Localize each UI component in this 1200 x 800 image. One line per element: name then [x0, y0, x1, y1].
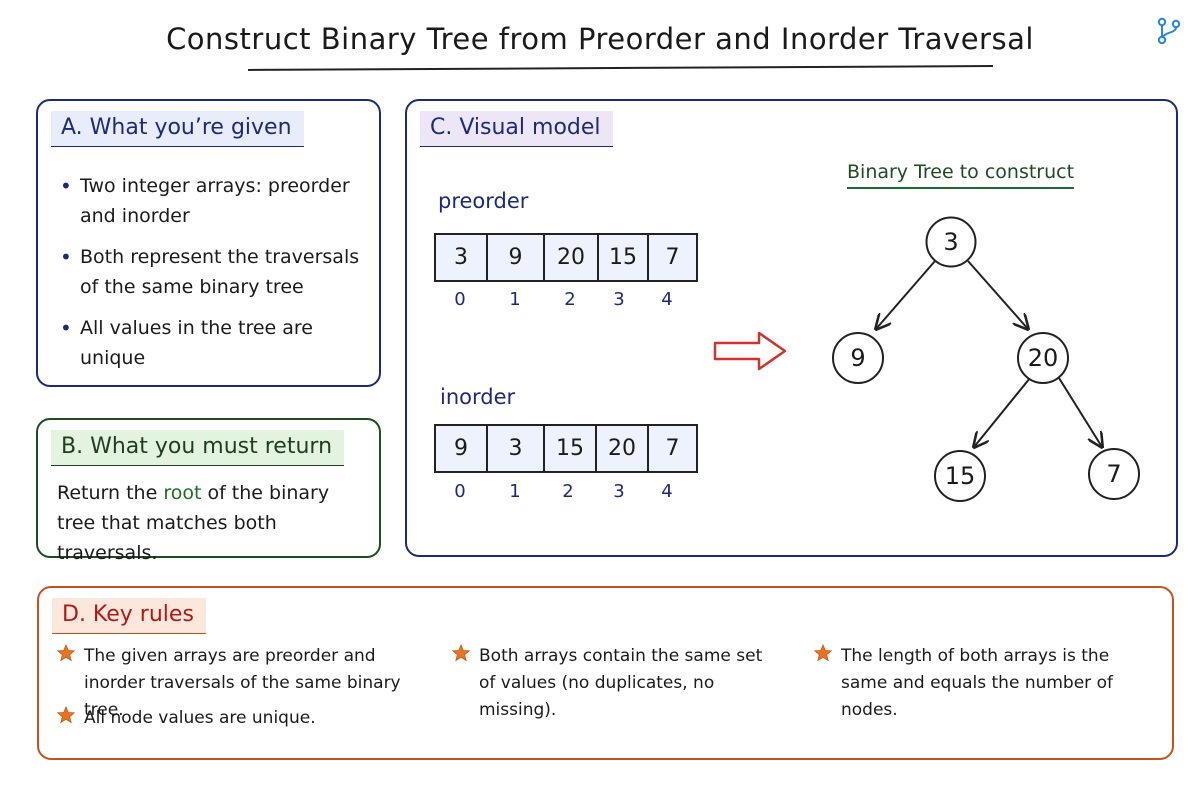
tree-node-label: 3 [943, 228, 958, 256]
star-icon [57, 706, 75, 724]
preorder-index: 3 [613, 289, 625, 310]
return-text-before: Return the [57, 482, 164, 504]
inorder-index: 1 [509, 481, 521, 502]
red-arrow-right-icon [713, 331, 787, 371]
inorder-index: 2 [562, 481, 574, 502]
panel-c-heading: C. Visual model [420, 111, 613, 147]
git-branch-icon [1157, 17, 1181, 45]
preorder-label: preorder [438, 189, 529, 213]
inorder-cell: 20 [597, 426, 649, 471]
inorder-index: 0 [454, 481, 466, 502]
panel-b-heading: B. What you must return [51, 430, 345, 466]
preorder-cell: 15 [599, 235, 649, 280]
panel-d-heading: D. Key rules [52, 598, 206, 634]
inorder-index: 3 [613, 481, 625, 502]
panel-a-heading: A. What you’re given [51, 111, 304, 147]
star-icon [452, 644, 470, 662]
rule-text: Both arrays contain the same set of valu… [479, 646, 763, 720]
preorder-cell: 9 [488, 235, 545, 280]
rule-item: The length of both arrays is the same an… [814, 643, 1154, 724]
panel-what-you-must-return: B. What you must return Return the root … [36, 418, 381, 564]
rule-text: The given arrays are preorder and inorde… [84, 646, 401, 720]
rule-item: Both arrays contain the same set of valu… [452, 643, 782, 724]
tree-node-label: 7 [1106, 460, 1121, 488]
inorder-cell: 15 [545, 426, 597, 471]
tree-node: 9 [832, 332, 884, 384]
given-list: Two integer arrays: preorder and inorder… [58, 171, 363, 384]
preorder-cell: 3 [436, 235, 488, 280]
preorder-index: 0 [454, 289, 466, 310]
preorder-index: 2 [564, 289, 576, 310]
tree-node-label: 15 [945, 462, 976, 490]
rule-item: The given arrays are preorder and inorde… [57, 643, 417, 724]
tree-node-label: 9 [850, 344, 865, 372]
tree-edge [974, 377, 1031, 447]
tree-title: Binary Tree to construct [847, 161, 1075, 189]
panel-visual-model: C. Visual model preorder 3 9 20 15 7 0 1… [405, 99, 1178, 557]
given-item: Two integer arrays: preorder and inorder [58, 171, 363, 231]
tree-edge [1058, 377, 1102, 447]
star-icon [57, 644, 75, 662]
tree-node: 7 [1088, 448, 1140, 500]
panel-key-rules: D. Key rules The given arrays are preord… [37, 586, 1174, 760]
preorder-index: 1 [509, 289, 521, 310]
tree-node: 3 [925, 216, 977, 268]
tree-edge [876, 260, 936, 329]
tree-edge [967, 260, 1028, 329]
panel-what-you-are-given: A. What you’re given Two integer arrays:… [36, 99, 381, 387]
rule-text: The length of both arrays is the same an… [841, 646, 1113, 720]
tree-node: 20 [1017, 332, 1069, 384]
preorder-cell: 20 [545, 235, 599, 280]
title-underline [247, 65, 994, 71]
given-item: All values in the tree are unique [58, 313, 363, 373]
page-title: Construct Binary Tree from Preorder and … [166, 22, 1034, 56]
tree-node: 15 [934, 450, 986, 502]
tree-node-label: 20 [1028, 344, 1059, 372]
return-text-after: of the binary tree that matches both tra… [57, 482, 330, 564]
rule-text: All node values are unique. [84, 708, 316, 728]
inorder-cell: 9 [436, 426, 488, 471]
star-icon [814, 644, 832, 662]
inorder-cell: 7 [665, 436, 680, 461]
preorder-index: 4 [661, 289, 673, 310]
preorder-array: 3 9 20 15 7 [434, 233, 698, 282]
tree-diagram: 3 9 20 15 7 [713, 216, 1140, 502]
inorder-label: inorder [440, 385, 516, 409]
inorder-index: 4 [661, 481, 673, 502]
preorder-cell: 7 [665, 245, 680, 270]
inorder-array: 9 3 15 20 7 [434, 424, 698, 473]
given-item: Both represent the traversals of the sam… [58, 242, 363, 302]
return-description: Return the root of the binary tree that … [57, 478, 367, 568]
inorder-cell: 3 [488, 426, 545, 471]
rule-item: All node values are unique. [57, 705, 417, 732]
return-keyword-root: root [163, 482, 202, 504]
